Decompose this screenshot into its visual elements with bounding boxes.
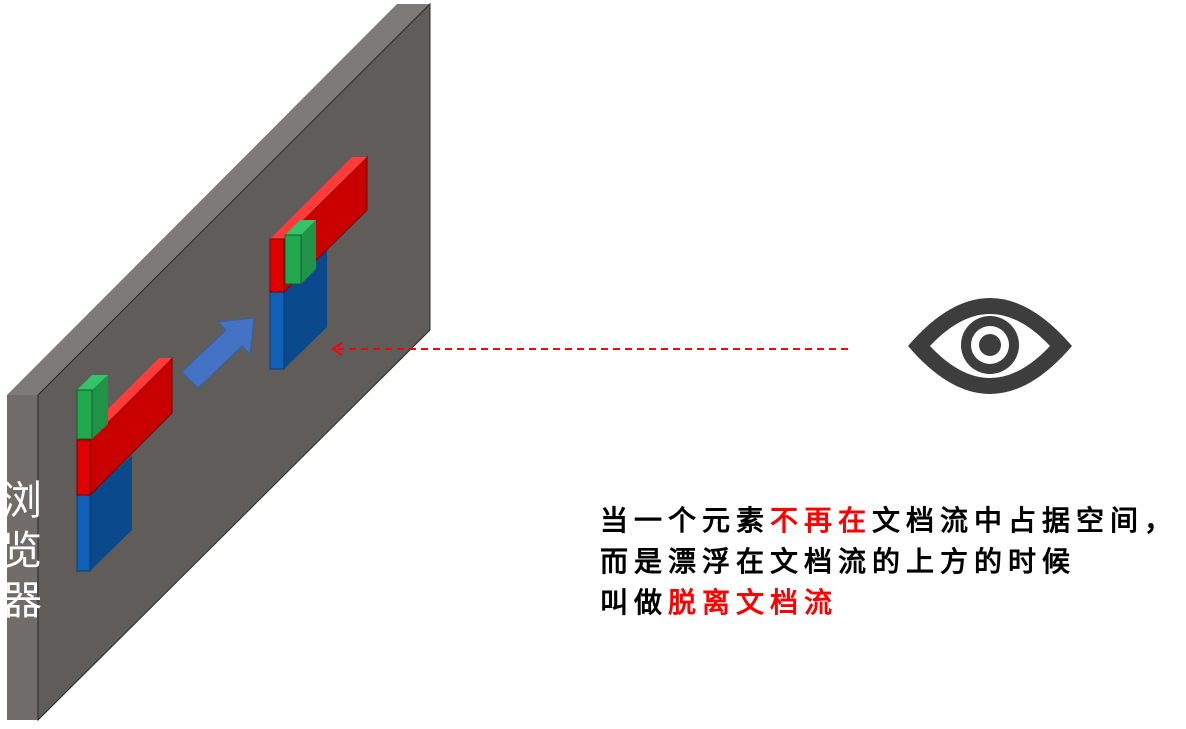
in-flow-green-block — [76, 389, 93, 440]
caption-line-3-before: 叫做 — [600, 586, 669, 619]
in-flow-blue-block — [76, 494, 91, 572]
browser-panel-face — [37, 2, 431, 722]
floated-red-block — [269, 238, 285, 293]
caption: 当一个元素不再在文档流中占据空间， 而是漂浮在文档流的上方的时候 叫做脱离文档流 — [600, 500, 1184, 623]
browser-label: 浏 览 器 — [2, 478, 42, 624]
caption-line-1-after: 文档流中占据空间， — [872, 504, 1179, 537]
eye-icon — [908, 298, 1072, 394]
in-flow-blocks — [76, 356, 173, 572]
browser-panel-top-edge — [7, 4, 430, 395]
in-flow-green-top — [77, 375, 108, 390]
floated-blocks — [269, 155, 368, 370]
caption-line-1-before: 当一个元素 — [600, 504, 771, 537]
floated-green-top — [285, 220, 316, 235]
floated-blue-side — [284, 250, 327, 369]
caption-line-3: 叫做脱离文档流 — [600, 582, 1184, 623]
arrow-icon — [181, 317, 255, 389]
caption-line-1-highlight: 不再在 — [770, 504, 873, 537]
in-flow-red-block — [76, 439, 91, 496]
sight-line-arrowhead — [331, 342, 343, 356]
floated-red-top — [270, 157, 367, 239]
in-flow-green-side — [92, 375, 108, 439]
in-flow-blue-side — [90, 455, 132, 571]
floated-green-side — [301, 220, 316, 284]
browser-panel-left-edge — [7, 395, 38, 720]
floated-green-block — [284, 234, 302, 285]
caption-line-1: 当一个元素不再在文档流中占据空间， — [600, 500, 1184, 541]
caption-line-2: 而是漂浮在文档流的上方的时候 — [600, 545, 1077, 578]
caption-line-3-highlight: 脱离文档流 — [668, 586, 839, 619]
floated-blue-block — [269, 291, 285, 370]
